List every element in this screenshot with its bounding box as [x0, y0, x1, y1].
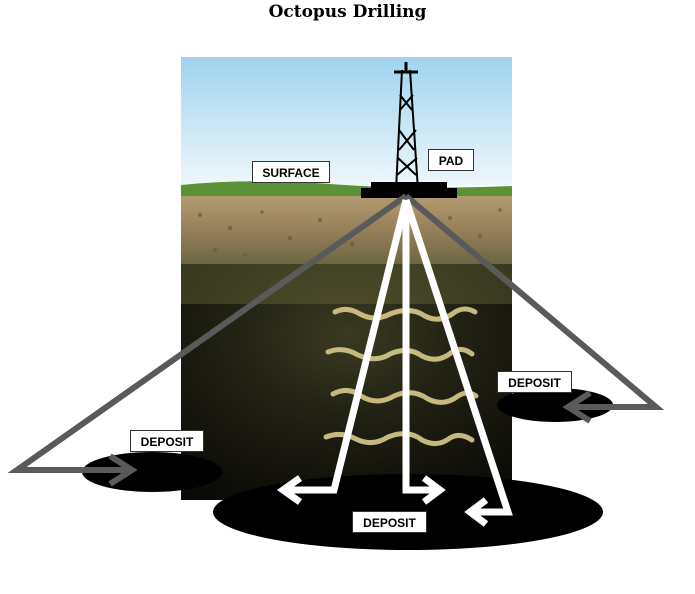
deposit-left-label: DEPOSIT [130, 430, 204, 452]
diagram-title: Octopus Drilling [268, 2, 427, 22]
center-well-middle-arrowhead [421, 475, 446, 505]
center-well-left [283, 199, 410, 494]
underground-haze [181, 264, 512, 304]
deposit-right-label: DEPOSIT [497, 371, 572, 393]
soil-speckles [198, 208, 502, 257]
side-well-right-arrowhead [562, 390, 592, 424]
side-well-left-arrowhead [108, 453, 138, 487]
side-well-left [7, 193, 408, 473]
pad-label: PAD [428, 149, 474, 171]
center-well-middle [402, 200, 440, 494]
surface-label: SURFACE [252, 161, 330, 183]
drilling-rig [361, 62, 457, 198]
side-well-right [404, 193, 665, 410]
soil-layer [181, 196, 512, 266]
center-well-left-arrowhead [276, 475, 303, 505]
underground [181, 264, 512, 500]
deposit-main-label: DEPOSIT [352, 511, 427, 533]
center-wells [276, 198, 513, 527]
center-well-right-arrowhead [464, 497, 489, 527]
center-well-right [402, 198, 513, 516]
side-wells [7, 193, 665, 487]
